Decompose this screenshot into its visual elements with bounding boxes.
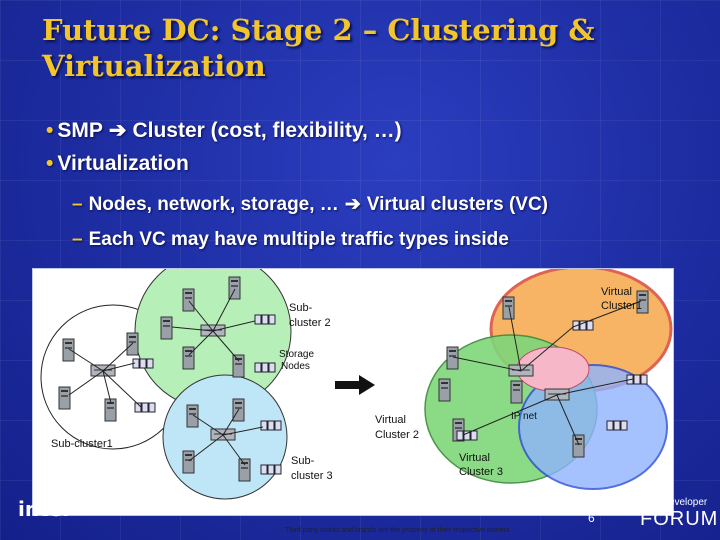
sub-bullet-traffic: –Each VC may have multiple traffic types… — [72, 229, 509, 251]
dash-icon: – — [72, 229, 83, 250]
disclaimer-text: Third party marks and brands are the pro… — [285, 527, 510, 534]
intel-logo: intel® — [18, 497, 78, 527]
label-storage-b: Nodes — [281, 361, 310, 372]
sub-bullet-nodes: –Nodes, network, storage, …➔Virtual clus… — [72, 193, 548, 216]
bullet-smp-text: SMP — [57, 119, 103, 142]
registered-mark: ® — [69, 501, 79, 512]
label-subcluster2-b: cluster 2 — [289, 317, 331, 329]
title-line-1: Future DC: Stage 2 – Clustering & — [42, 13, 595, 47]
label-vc1-b: Cluster1 — [601, 300, 642, 312]
bullet-virtualization: •Virtualization — [46, 152, 189, 176]
bullet-smp: •SMP➔Cluster (cost, flexibility, …) — [46, 118, 402, 143]
label-vc3-b: Cluster 3 — [459, 466, 503, 478]
transform-arrow-body — [335, 381, 359, 389]
label-subcluster1: Sub-cluster1 — [51, 438, 113, 450]
label-ip-net: IP net — [511, 411, 537, 422]
sub-bullet-traffic-text: Each VC may have multiple traffic types … — [88, 229, 509, 250]
transform-arrow-icon — [359, 375, 375, 395]
arrow-right-icon: ➔ — [108, 119, 127, 142]
bullet-cluster-text: Cluster (cost, flexibility, …) — [132, 119, 402, 142]
sub-bullet-nodes-text: Nodes, network, storage, … — [88, 194, 339, 215]
bullet-dot-icon: • — [46, 152, 54, 175]
forum-line-2: FORUM — [640, 508, 719, 530]
label-subcluster3-a: Sub- — [291, 455, 315, 467]
dash-icon: – — [72, 194, 83, 215]
bullet-dot-icon: • — [46, 119, 54, 142]
label-vc1-a: Virtual — [601, 286, 632, 298]
bullet-virtualization-text: Virtualization — [57, 152, 189, 175]
intel-logo-text: intel — [18, 497, 70, 521]
label-subcluster3-b: cluster 3 — [291, 470, 333, 482]
sub-bullet-vc-text: Virtual clusters (VC) — [366, 194, 548, 215]
title-line-2: Virtualization — [42, 49, 266, 83]
forum-line-1: Intel Developer — [640, 497, 708, 508]
arrow-right-icon: ➔ — [344, 194, 361, 215]
cluster-diagram: Sub- cluster 2 Storage Nodes Sub-cluster… — [32, 252, 674, 516]
diagram-svg: Sub- cluster 2 Storage Nodes Sub-cluster… — [40, 252, 673, 500]
label-vc2-b: Cluster 2 — [375, 429, 419, 441]
label-vc2-a: Virtual — [375, 414, 406, 426]
label-subcluster2-a: Sub- — [289, 302, 313, 314]
intel-developer-forum-logo: Intel Developer FORUM — [640, 497, 718, 531]
slide-title: Future DC: Stage 2 – Clustering & Virtua… — [42, 12, 692, 84]
page-number: 6 — [588, 511, 595, 525]
label-vc3-a: Virtual — [459, 452, 490, 464]
label-storage-a: Storage — [279, 349, 314, 360]
